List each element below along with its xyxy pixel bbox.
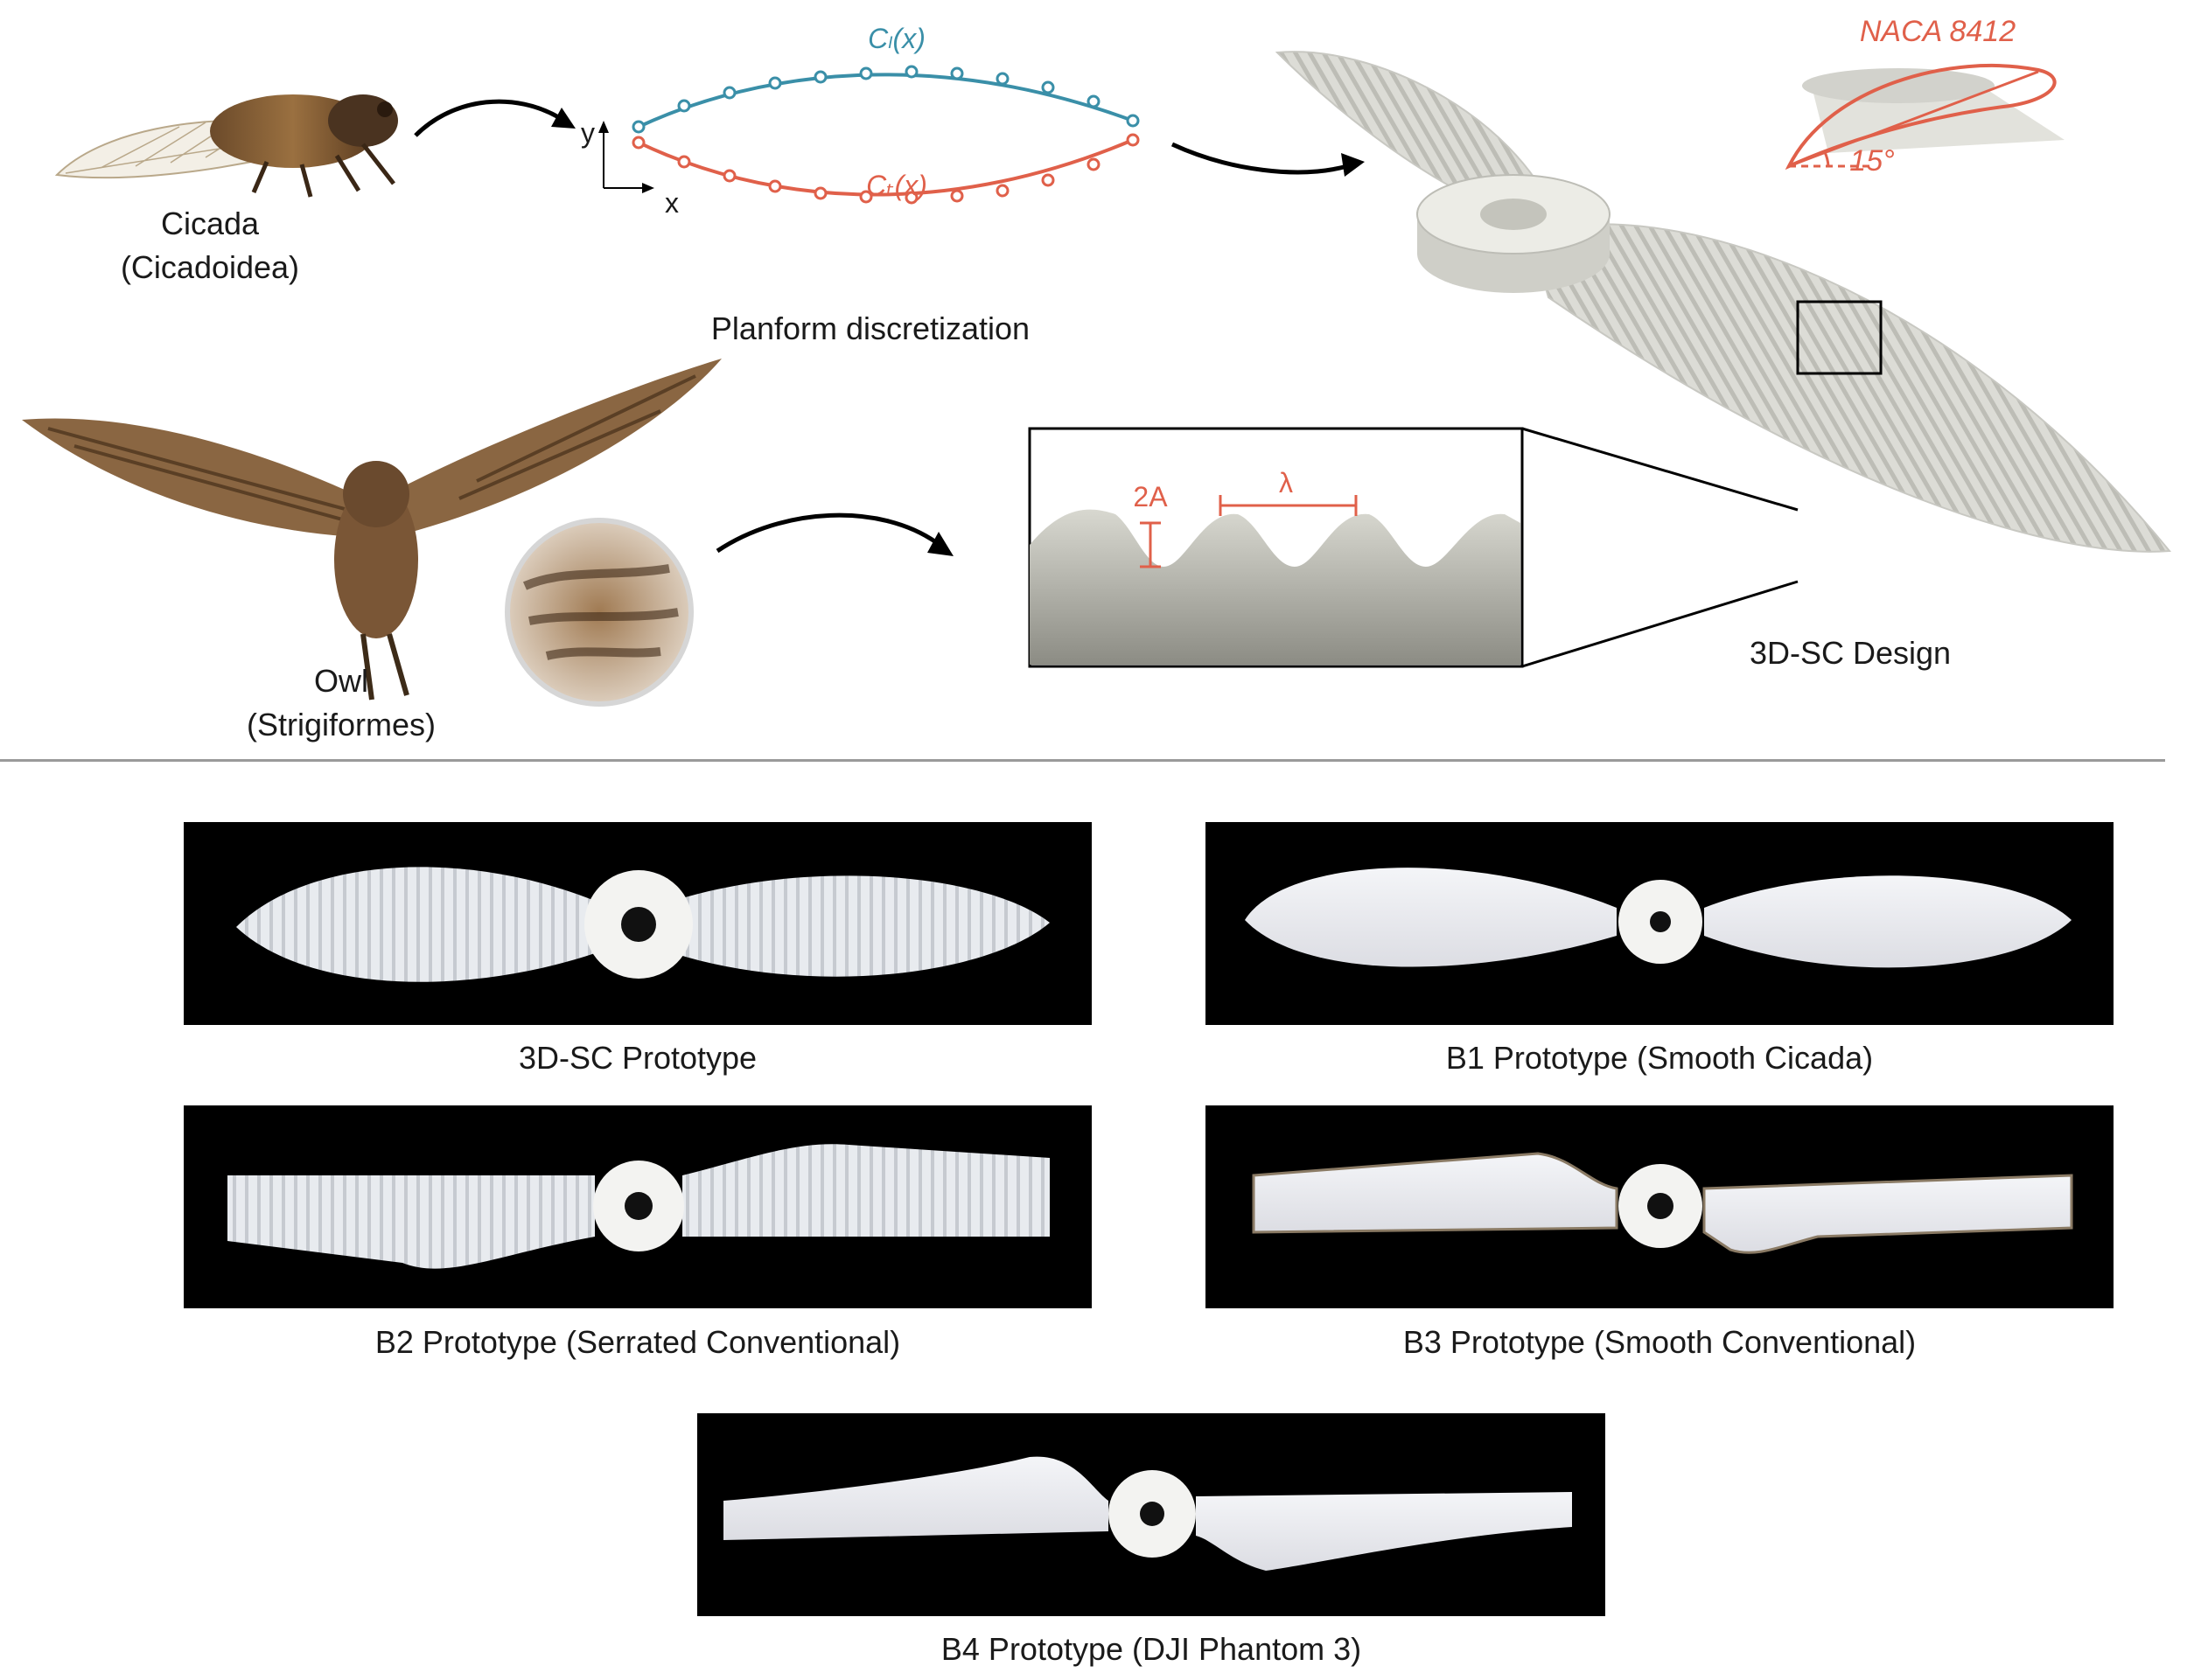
naca-airfoil-inset bbox=[1785, 63, 2065, 171]
upper-curve bbox=[638, 73, 1134, 129]
prototype-b4-photo bbox=[697, 1413, 1605, 1616]
prototype-3dsc-photo bbox=[184, 822, 1092, 1025]
prototype-b3-caption: B3 Prototype (Smooth Conventional) bbox=[1402, 1324, 1917, 1360]
y-axis-label: y bbox=[581, 117, 595, 149]
section-divider bbox=[0, 759, 2165, 762]
cicada-image bbox=[54, 94, 398, 198]
prototype-b1-photo bbox=[1205, 822, 2114, 1025]
planform-caption: Planform discretization bbox=[710, 310, 1031, 346]
lower-curve-nodes bbox=[632, 133, 1140, 205]
wavelength-label: λ bbox=[1279, 467, 1293, 498]
arrow-planform-to-design bbox=[1170, 142, 1365, 177]
design-caption: 3D-SC Design bbox=[1749, 635, 1952, 671]
prototype-b4-caption: B4 Prototype (DJI Phantom 3) bbox=[940, 1631, 1362, 1667]
x-axis-label: x bbox=[665, 187, 679, 219]
serration-detail bbox=[1028, 427, 1799, 668]
owl-name: Owl bbox=[314, 663, 368, 699]
serrated-edge bbox=[1030, 509, 1520, 665]
lower-curve-label: Cₜ(x) bbox=[866, 170, 927, 201]
prototype-3dsc-caption: 3D-SC Prototype bbox=[518, 1040, 758, 1076]
cicada-latin-name: (Cicadoidea) bbox=[120, 249, 300, 285]
arrow-cicada-to-planform bbox=[414, 99, 576, 137]
prototype-b2-caption: B2 Prototype (Serrated Conventional) bbox=[374, 1324, 901, 1360]
arrow-owl-to-serration bbox=[716, 512, 954, 556]
amplitude-label: 2A bbox=[1133, 481, 1168, 512]
owl-latin-name: (Strigiformes) bbox=[246, 707, 437, 742]
owl-image bbox=[22, 359, 722, 707]
angle-label: 15° bbox=[1849, 144, 1895, 178]
propeller-3d-design bbox=[1275, 51, 2171, 553]
chord-line bbox=[1788, 70, 2039, 168]
prototype-b3-photo bbox=[1205, 1105, 2114, 1308]
planform-plot bbox=[598, 65, 1140, 205]
naca-label: NACA 8412 bbox=[1859, 15, 2016, 48]
upper-curve-label: Cₗ(x) bbox=[868, 23, 926, 54]
angle-arc bbox=[1823, 151, 1830, 167]
cicada-name: Cicada bbox=[160, 206, 260, 241]
upper-curve-nodes bbox=[632, 65, 1140, 134]
lower-curve bbox=[638, 138, 1134, 197]
prototype-b1-caption: B1 Prototype (Smooth Cicada) bbox=[1445, 1040, 1874, 1076]
prototype-b2-photo bbox=[184, 1105, 1092, 1308]
